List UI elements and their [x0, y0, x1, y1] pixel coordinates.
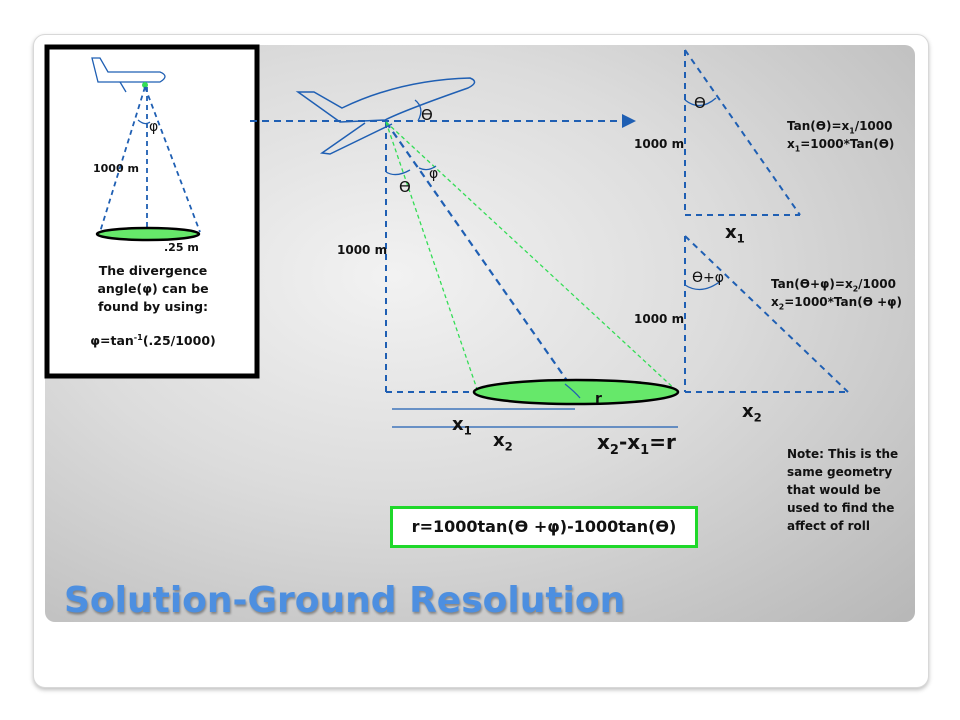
inset-diameter-label: .25 m: [164, 241, 199, 254]
main-plane-icon: [295, 77, 476, 123]
tri2-angle-arc: [684, 279, 723, 291]
main-plane-wing-icon: [319, 122, 393, 155]
phi-mid-label: φ: [429, 166, 439, 182]
tri1-theta-arc: [684, 97, 717, 107]
inset-sensor-dot: [142, 82, 148, 88]
tri2-hypotenuse: [684, 235, 849, 393]
tri1-hypotenuse: [684, 49, 801, 216]
slide-title: Solution-Ground Resolution: [64, 580, 626, 621]
geometry-note: Note: This is the same geometry that wou…: [787, 447, 899, 533]
theta-top-label: Ɵ: [421, 106, 433, 124]
tri2-height-label: 1000 m: [634, 312, 685, 326]
inset-caption-line1: The divergence: [98, 263, 208, 278]
inset-caption-line3: found by using:: [97, 299, 209, 314]
tri2-equation-1: Tan(Ɵ+φ)=x2/1000: [771, 277, 896, 294]
inset-altitude-label: 1000 m: [93, 162, 139, 175]
theta-mid-arc: [385, 169, 411, 176]
result-formula-box: r=1000tan(Ɵ +φ)-1000tan(Ɵ): [390, 506, 698, 548]
inset-caption-line2: angle(φ) can be: [97, 281, 209, 296]
inset-cone-right: [144, 86, 201, 233]
theta-mid-label: Ɵ: [399, 178, 411, 196]
main-altitude-label: 1000 m: [337, 243, 388, 257]
inset-caption: The divergence angle(φ) can be found by …: [58, 262, 248, 350]
flight-path-arrowhead: [622, 114, 636, 128]
tri2-base-label: x2: [742, 401, 762, 425]
beam-edge-near: [385, 121, 479, 393]
main-x2-label: x2: [493, 430, 513, 454]
inset-footprint-ellipse: [95, 226, 201, 242]
look-direction-line: [385, 121, 576, 393]
tri1-height-label: 1000 m: [634, 137, 685, 151]
inset-cone-left: [99, 86, 146, 233]
phi-mid-arc: [418, 165, 437, 171]
tri1-base-label: x1: [725, 222, 745, 246]
beam-edge-far: [385, 121, 679, 393]
inset-phi-label: φ: [149, 119, 159, 135]
inset-frame: [44, 44, 260, 379]
tri2-equation-2: x2=1000*Tan(Ɵ +φ): [771, 295, 902, 312]
inset-plane-icon: [91, 57, 166, 83]
inset-phi-arc: [137, 119, 151, 125]
inset-formula: φ=tan-1(.25/1000): [90, 332, 216, 349]
tri2-angle-label: Ɵ+φ: [692, 270, 724, 286]
difference-equation: x2-x1=r: [597, 430, 676, 458]
r-label: r: [595, 391, 602, 407]
tri1-theta-label: Ɵ: [694, 94, 706, 112]
tri1-equation-2: x1=1000*Tan(Ɵ): [787, 137, 895, 154]
theta-top-arc: [414, 99, 422, 122]
main-footprint-ellipse: [472, 378, 680, 406]
inset-plane-wing-icon: [119, 81, 127, 93]
tri1-equation-1: Tan(Ɵ)=x1/1000: [787, 119, 893, 136]
r-marker-arc: [564, 383, 581, 399]
main-x1-label: x1: [452, 414, 472, 438]
